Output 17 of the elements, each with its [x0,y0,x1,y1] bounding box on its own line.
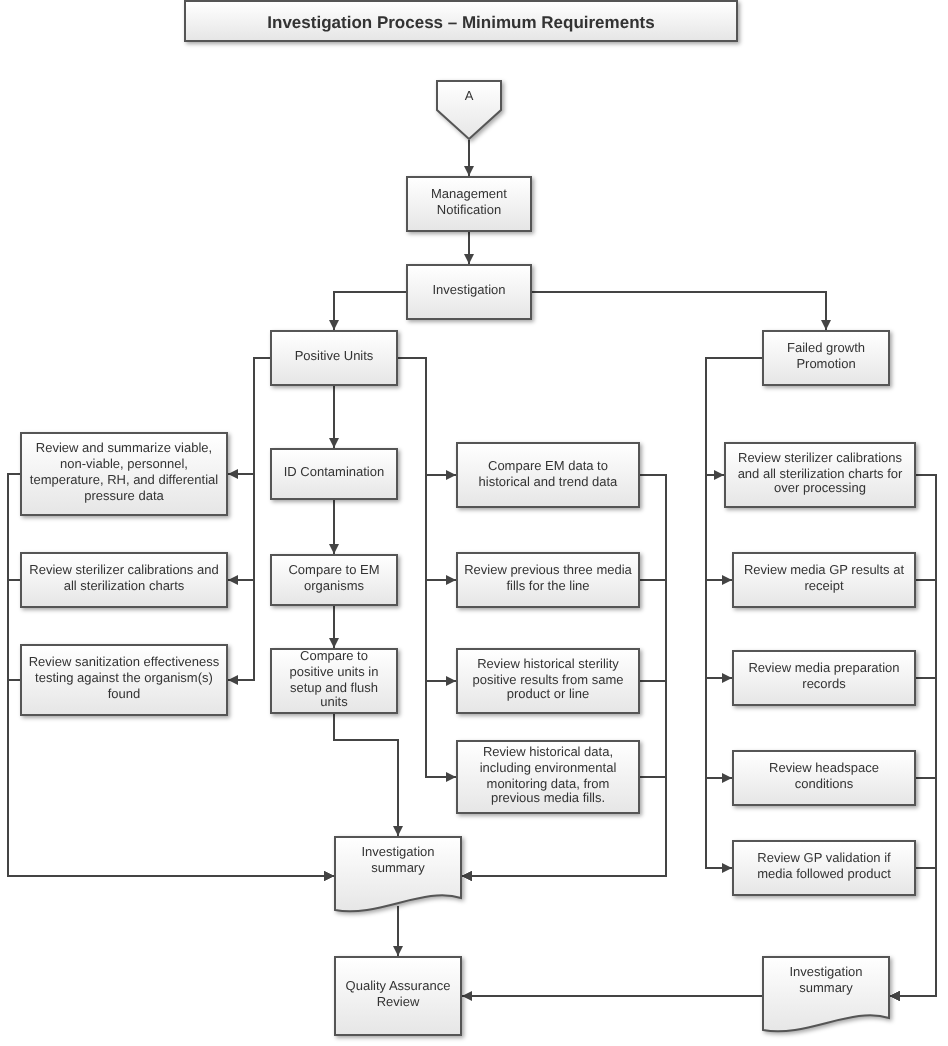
arrow [329,605,339,649]
arrow [464,231,474,265]
arrow [397,357,457,782]
arrow [329,499,339,555]
arrow [461,991,763,1001]
arrow [464,139,474,177]
arrow [7,679,335,881]
arrow [393,905,403,957]
diagram-title: Investigation Process – Minimum Requirements [184,0,738,42]
arrow [531,291,831,331]
arrow [227,357,271,685]
arrow [889,867,937,1001]
arrow [329,291,407,331]
arrow [705,357,763,873]
arrow [333,713,403,837]
arrow [461,776,667,881]
arrow [329,385,339,449]
